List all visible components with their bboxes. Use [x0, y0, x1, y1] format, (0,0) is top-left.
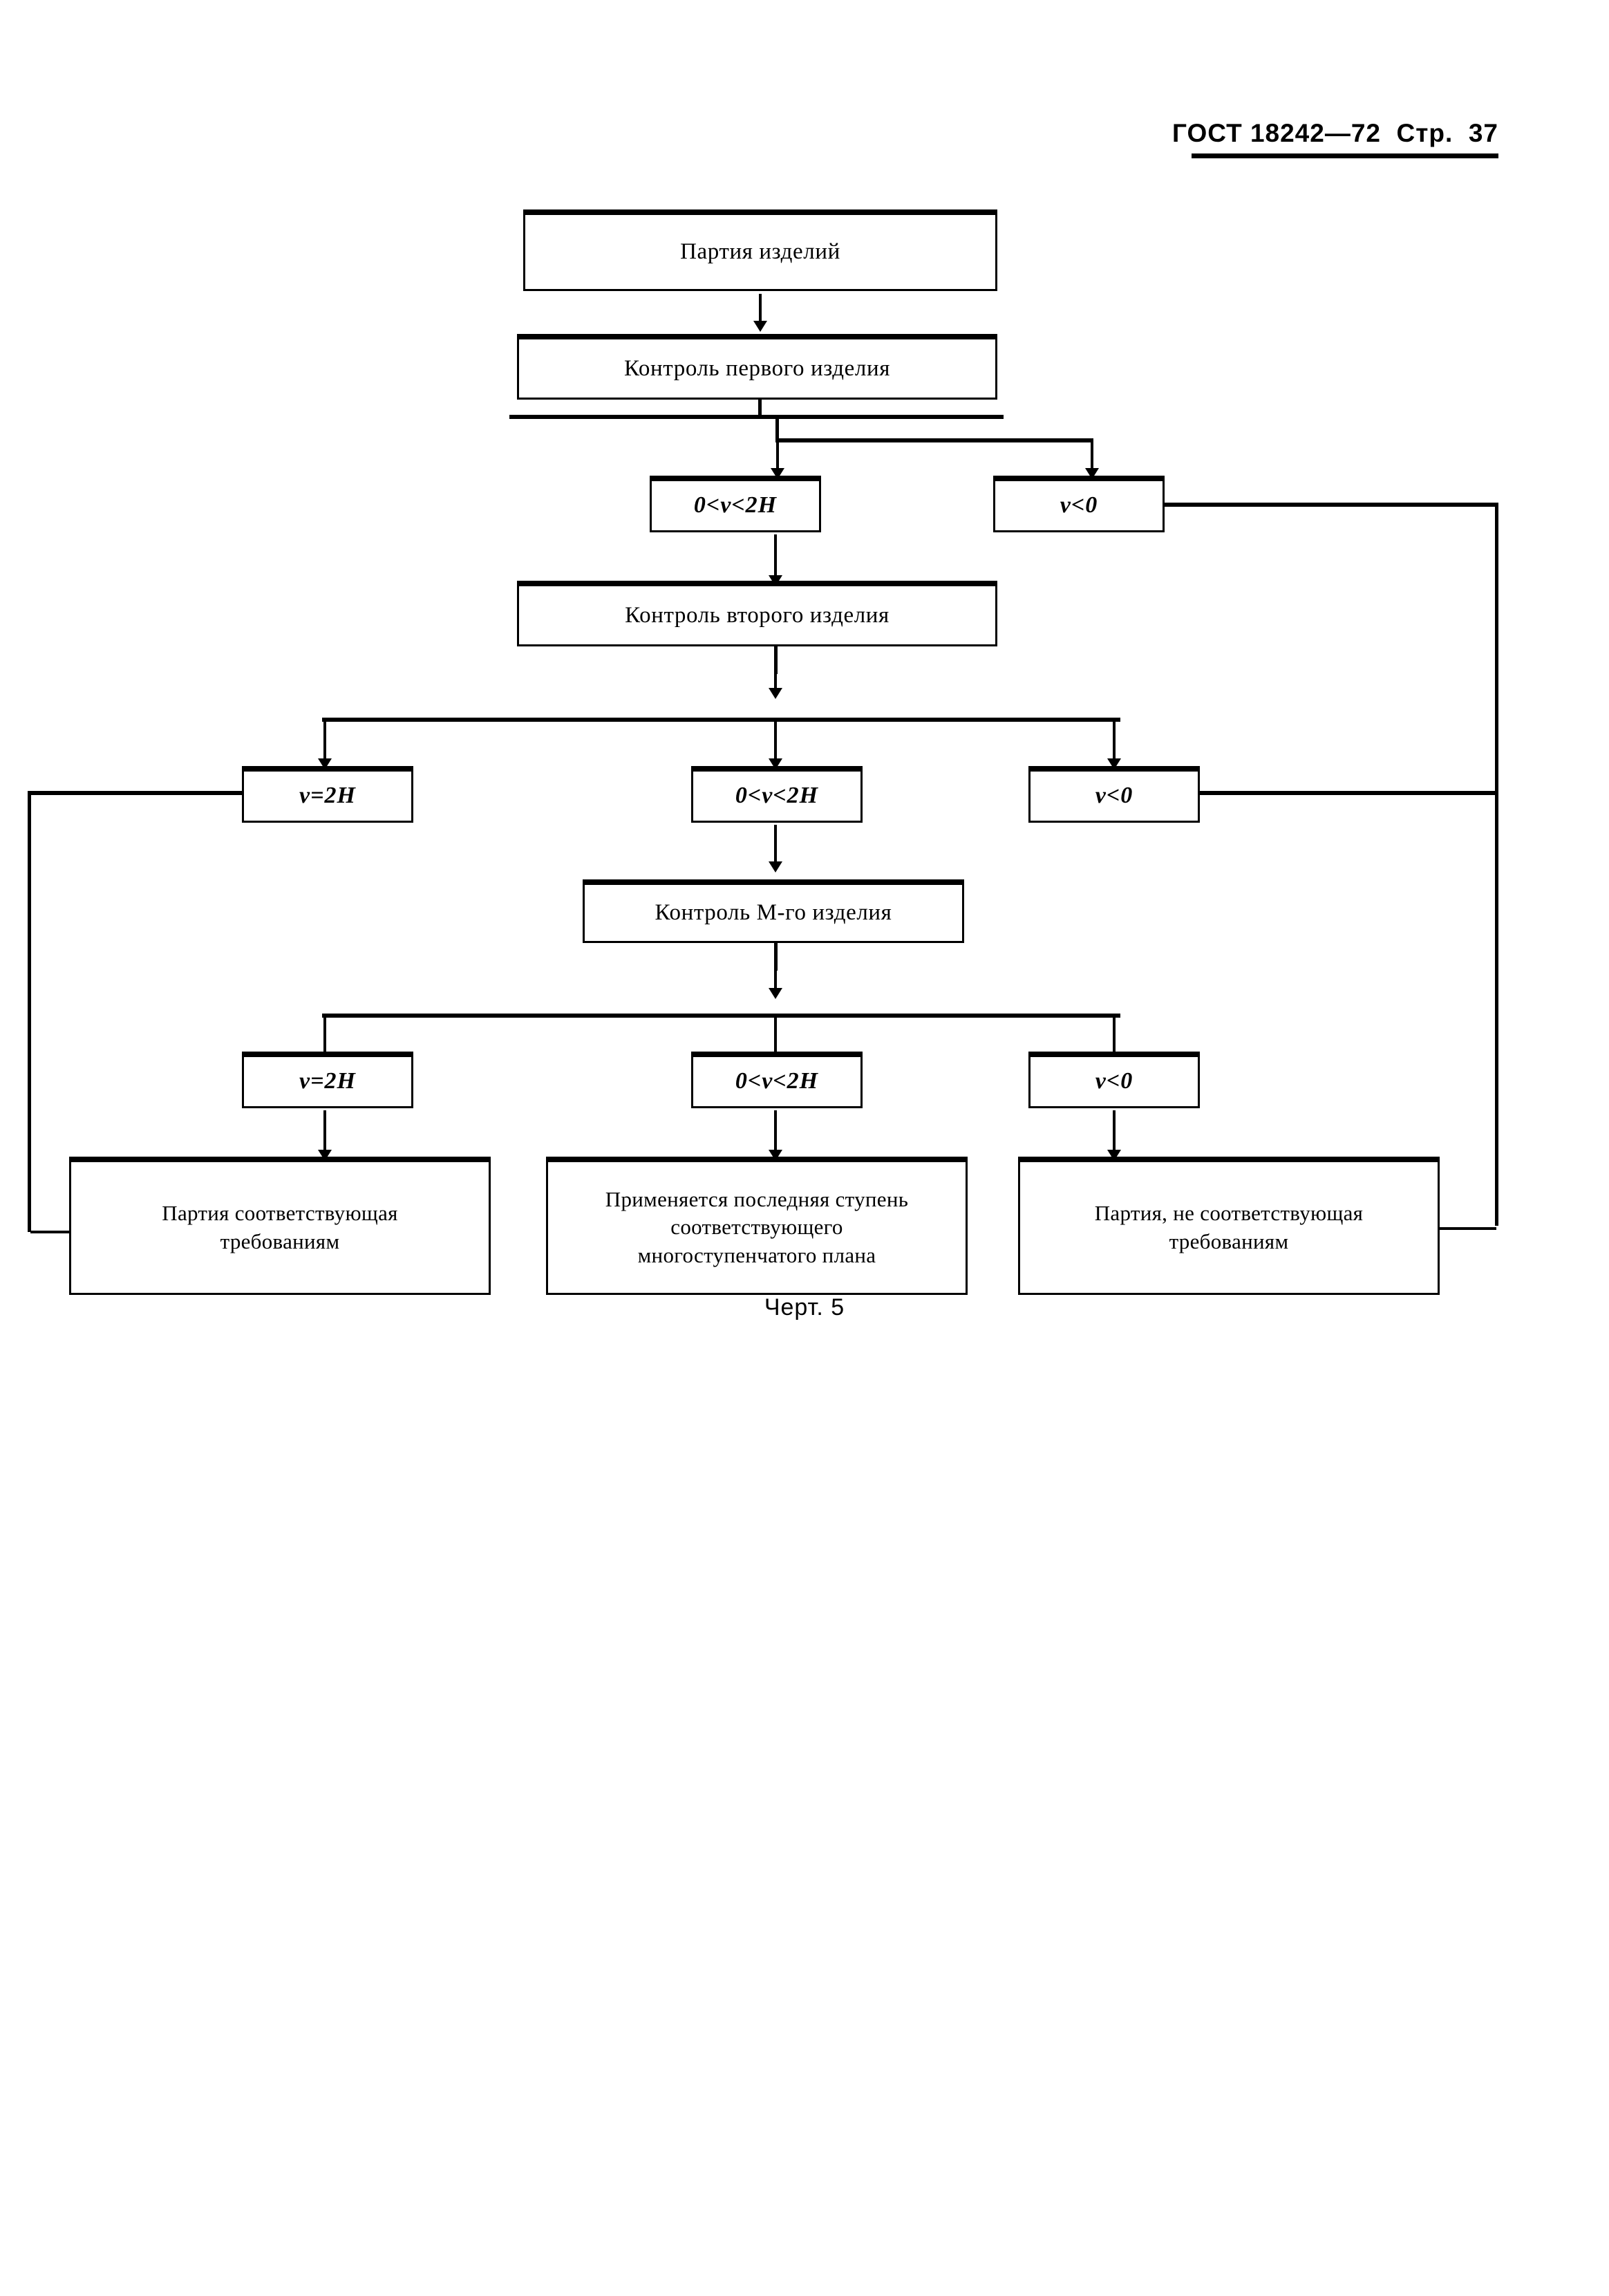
node-cond-0v2h-2: 0<v<2H: [691, 766, 863, 823]
node-cond-0v2h-1: 0<v<2H: [650, 476, 821, 532]
figure-caption-text: Черт. 5: [764, 1294, 845, 1320]
node-cond-vlt0-3: v<0: [1028, 1052, 1200, 1108]
node-cond-0v2h-3: 0<v<2H: [691, 1052, 863, 1108]
edge-check2-to-c2b: [769, 722, 782, 769]
node-result-accept: Партия соответствующая требованиям: [69, 1157, 491, 1295]
node-lot: Партия изделий: [523, 209, 997, 291]
node-check2: Контроль второго изделия: [517, 581, 997, 646]
edge-check1-bar-2: [775, 438, 1093, 442]
edge-check1-stem: [758, 400, 762, 418]
node-cond-0v2h-2-label: 0<v<2H: [735, 783, 819, 809]
edge-right-rail: [1495, 503, 1498, 1226]
edge-c1b-right: [1165, 503, 1498, 507]
edge-c3a-to-accept: [318, 1110, 332, 1161]
edge-right-rail-to-reject: [1424, 1222, 1496, 1235]
node-result-reject-label: Партия, не соответствующая требованиям: [1094, 1201, 1364, 1253]
page-header-text: ГОСТ 18242—72 Стр. 37: [1172, 119, 1498, 147]
edge-check2-to-c2c: [1107, 722, 1121, 769]
edge-checkM-pointer: [769, 965, 782, 999]
edge-c3c-to-reject: [1107, 1110, 1121, 1161]
node-result-accept-label: Партия соответствующая требованиям: [162, 1201, 398, 1253]
node-cond-vlt0-1: v<0: [993, 476, 1165, 532]
edge-checkM-stem: [774, 943, 778, 971]
node-cond-v2h-3: v=2H: [242, 1052, 413, 1108]
edge-c3b-to-continue: [769, 1110, 782, 1161]
edge-c1a-to-check2: [769, 534, 782, 586]
node-lot-label: Партия изделий: [680, 239, 840, 265]
edge-c2c-right: [1200, 791, 1497, 795]
edge-lot-to-check1: [753, 294, 767, 332]
node-cond-vlt0-3-label: v<0: [1095, 1068, 1133, 1094]
node-result-continue-label: Применяется последняя ступень соответств…: [605, 1187, 909, 1267]
node-checkM: Контроль М-го изделия: [583, 879, 964, 943]
header-rule: [1192, 153, 1498, 158]
node-check1: Контроль первого изделия: [517, 334, 997, 400]
edge-left-rail: [28, 791, 31, 1232]
node-result-continue: Применяется последняя ступень соответств…: [546, 1157, 968, 1295]
edge-check2-pointer: [769, 669, 782, 699]
node-cond-0v2h-3-label: 0<v<2H: [735, 1068, 819, 1094]
edge-c2a-left: [28, 791, 243, 795]
edge-check2-to-c2a: [318, 722, 332, 769]
edge-checkM-bar: [322, 1014, 1120, 1018]
edge-checkM-to-c3a: [318, 1018, 332, 1065]
node-checkM-label: Контроль М-го изделия: [655, 900, 892, 926]
node-cond-vlt0-1-label: v<0: [1060, 492, 1098, 519]
node-check2-label: Контроль второго изделия: [625, 602, 890, 628]
node-cond-vlt0-2-label: v<0: [1095, 783, 1133, 809]
node-cond-vlt0-2: v<0: [1028, 766, 1200, 823]
edge-check2-bar: [322, 718, 1120, 722]
edge-check1-to-c1a: [771, 442, 784, 479]
page-header: ГОСТ 18242—72 Стр. 37: [0, 119, 1609, 148]
edge-check2-stem: [774, 646, 778, 674]
node-cond-v2h-2: v=2H: [242, 766, 413, 823]
edge-checkM-to-c3c: [1107, 1018, 1121, 1065]
edge-check1-drop-a: [775, 418, 779, 441]
edge-checkM-to-c3b: [769, 1018, 782, 1065]
edge-check1-bar-1: [509, 415, 1004, 419]
node-cond-v2h-3-label: v=2H: [299, 1068, 356, 1094]
edge-check1-to-c1b: [1085, 442, 1099, 479]
figure-caption: Черт. 5: [0, 1294, 1609, 1321]
node-check1-label: Контроль первого изделия: [623, 355, 891, 381]
node-cond-v2h-2-label: v=2H: [299, 783, 356, 809]
edge-c2b-to-checkM: [769, 825, 782, 872]
node-cond-0v2h-1-label: 0<v<2H: [693, 492, 778, 519]
node-result-reject: Партия, не соответствующая требованиям: [1018, 1157, 1440, 1295]
